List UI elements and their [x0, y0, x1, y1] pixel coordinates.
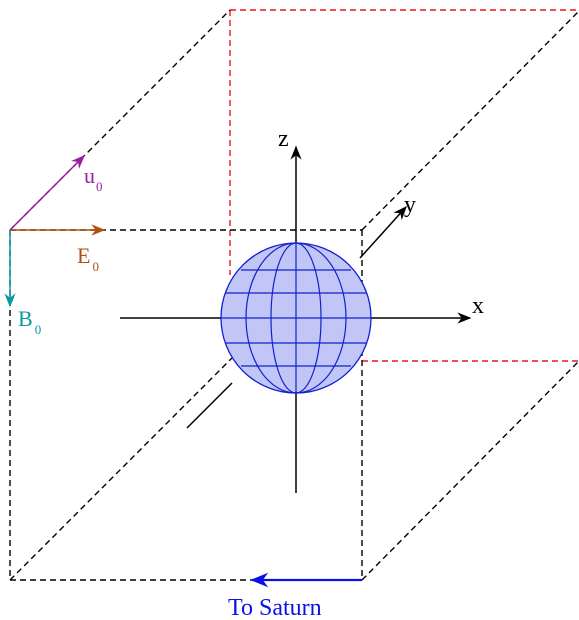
- y-axis-back-segment: [186, 382, 233, 429]
- u0-label-subscript: 0: [96, 179, 103, 194]
- e0-label-subscript: 0: [92, 259, 99, 274]
- axis-label-y: y: [404, 192, 416, 218]
- coordinate-axes: [120, 145, 472, 493]
- axis-label-z: z: [278, 126, 289, 152]
- sphere-grid: [221, 242, 371, 394]
- e0-label-main: E: [77, 243, 90, 268]
- box-bottom-right-diagonal: [361, 361, 579, 581]
- box-top-right-diagonal: [361, 11, 579, 231]
- y-axis-arrow: [359, 205, 407, 259]
- b0-label-subscript: 0: [35, 322, 42, 337]
- moon-sphere: [220, 242, 372, 394]
- u0-label: u0: [84, 163, 103, 194]
- box-bottom-left-diagonal: [9, 357, 233, 581]
- red-back-plane-edges: [229, 9, 578, 362]
- axis-label-x: x: [472, 293, 484, 319]
- u0-velocity-arrow: [9, 155, 85, 231]
- u0-label-main: u: [84, 163, 95, 188]
- b0-label-main: B: [18, 306, 33, 331]
- to-saturn-label: To Saturn: [228, 595, 322, 620]
